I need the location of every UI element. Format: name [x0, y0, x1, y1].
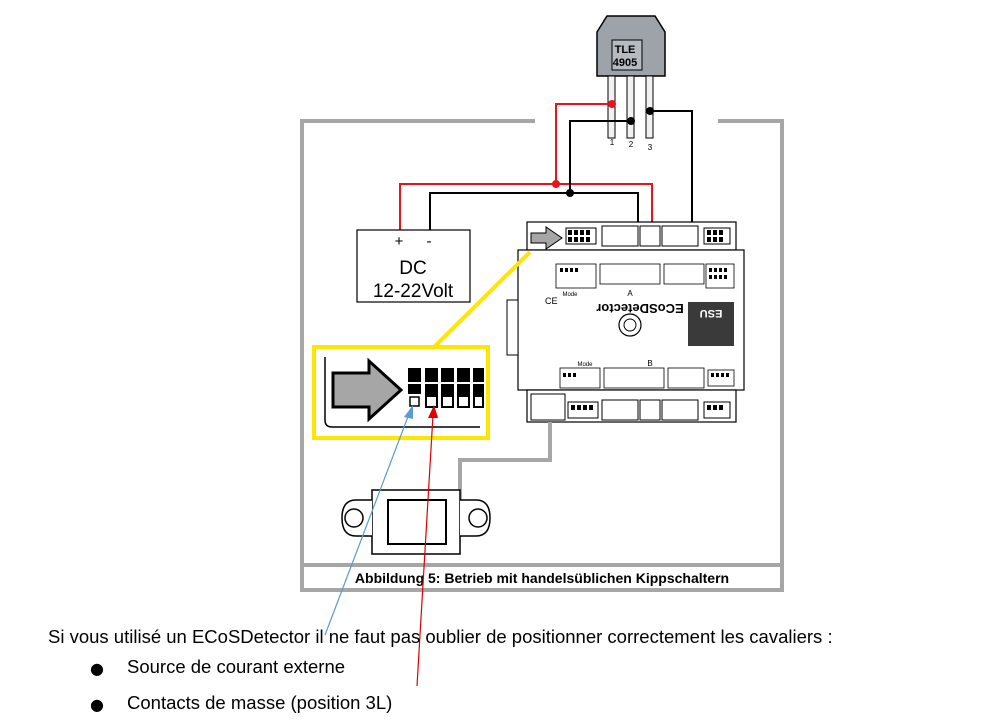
junction-pin1	[608, 100, 616, 108]
power-supply: + - DC 12-22Volt	[356, 229, 471, 303]
bullet-1: ●	[90, 659, 104, 678]
section-b-label: B	[647, 359, 652, 368]
figure-caption: Abbildung 5: Betrieb mit handelsüblichen…	[355, 570, 729, 586]
pointer-arrows	[324, 405, 438, 687]
sensor-label-line2: 4905	[613, 57, 637, 69]
hall-sensor: TLE 4905 1 2 3	[596, 15, 666, 152]
black-wire-signal	[650, 110, 693, 222]
jumper-note: Si vous utilisé un ECoSDetector il ne fa…	[48, 626, 833, 647]
psu-minus: -	[427, 233, 432, 250]
ecos-detector: A Mode CE ECoSDetector ESU B Mode	[506, 221, 745, 423]
sensor-label-line1: TLE	[615, 44, 636, 56]
esu-logo-text: ESU	[700, 307, 723, 319]
sensor-pin-1: 1	[610, 138, 615, 147]
blue-pointer	[324, 413, 410, 636]
note-item-external-power: Source de courant externe	[127, 656, 346, 677]
junction-pin3	[646, 107, 654, 115]
junction-pin2	[627, 117, 635, 125]
figure-frame	[300, 119, 784, 592]
psu-label-voltage: 12-22Volt	[373, 281, 454, 302]
jumper-zoom-box	[312, 345, 490, 440]
sensor-pin-3: 3	[648, 143, 653, 152]
black-wire-psu	[429, 192, 639, 230]
esu-logo	[688, 302, 734, 346]
bullet-2: ●	[90, 695, 104, 714]
red-wire-psu	[399, 183, 653, 230]
sensor-pin-2: 2	[629, 140, 634, 149]
mode-label-bottom: Mode	[577, 362, 593, 368]
junction-red	[552, 180, 560, 188]
callout-line	[433, 250, 532, 348]
switch-cable	[458, 422, 552, 500]
section-a-label: A	[627, 289, 633, 298]
toggle-switch	[341, 489, 491, 555]
red-pointer	[416, 414, 434, 687]
junction-black	[566, 189, 574, 197]
note-item-ground-contacts: Contacts de masse (position 3L)	[127, 692, 393, 713]
detector-name: ECoSDetector	[596, 301, 683, 316]
mode-label-top: Mode	[562, 292, 578, 298]
psu-plus: +	[395, 233, 404, 250]
psu-label-dc: DC	[399, 258, 426, 279]
zoom-arrow	[331, 357, 404, 423]
wires	[399, 103, 693, 230]
black-wire-sensor	[569, 120, 631, 193]
ce-mark: CE	[545, 296, 558, 306]
red-wire-sensor	[555, 103, 612, 184]
